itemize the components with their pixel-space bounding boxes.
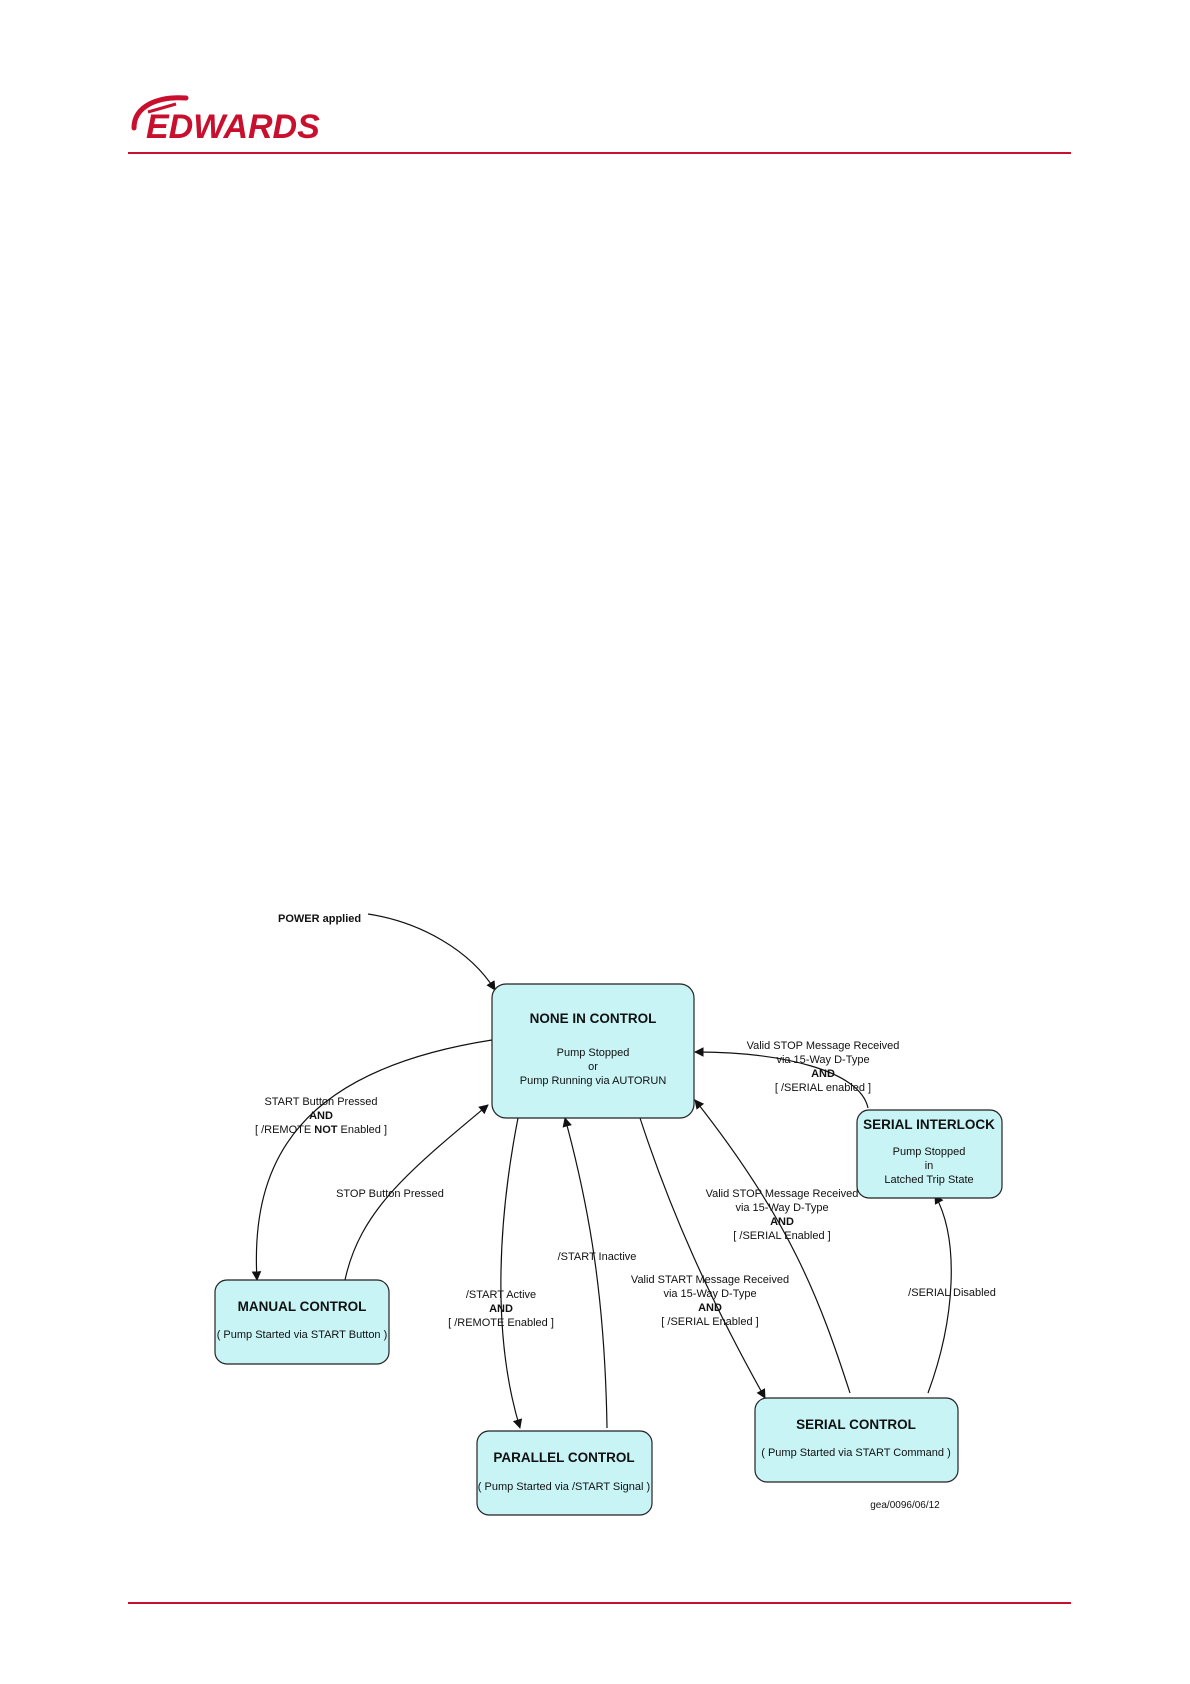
svg-text:SERIAL CONTROL: SERIAL CONTROL [796,1417,916,1432]
edge-stop-button [344,1104,489,1281]
label-valid-start: Valid START Message Received via 15-Way … [631,1274,789,1328]
svg-text:or: or [588,1061,598,1073]
svg-text:START Button Pressed: START Button Pressed [264,1096,377,1108]
header-rule [128,152,1071,154]
svg-text:Pump Stopped: Pump Stopped [893,1146,966,1158]
footer-rule [128,1602,1071,1604]
svg-text:PARALLEL CONTROL: PARALLEL CONTROL [493,1450,634,1465]
label-valid-stop-interlock: Valid STOP Message Received via 15-Way D… [747,1040,900,1094]
label-stop-button: STOP Button Pressed [336,1188,444,1200]
svg-text:AND: AND [489,1303,513,1315]
svg-text:[ /REMOTE Enabled ]: [ /REMOTE Enabled ] [448,1317,554,1329]
svg-text:[ /SERIAL Enabled ]: [ /SERIAL Enabled ] [661,1316,758,1328]
svg-text:MANUAL CONTROL: MANUAL CONTROL [238,1299,367,1314]
svg-text:/START Active: /START Active [466,1289,536,1301]
svg-text:Latched Trip State: Latched Trip State [884,1174,973,1186]
svg-text:Pump Running via AUTORUN: Pump Running via AUTORUN [520,1075,667,1087]
state-manual-control: MANUAL CONTROL ( Pump Started via START … [214,1279,390,1365]
state-none-in-control: NONE IN CONTROL Pump Stopped or Pump Run… [491,983,695,1119]
svg-text:via 15-Way D-Type: via 15-Way D-Type [735,1202,828,1214]
svg-text:AND: AND [770,1216,794,1228]
edge-valid-stop-serial [694,1099,851,1394]
figure-reference: gea/0096/06/12 [870,1500,940,1511]
label-start-inactive: /START Inactive [558,1251,637,1263]
svg-text:( Pump Started via START Comma: ( Pump Started via START Command ) [761,1447,951,1459]
svg-text:via 15-Way D-Type: via 15-Way D-Type [776,1054,869,1066]
label-serial-disabled: /SERIAL Disabled [908,1287,996,1299]
svg-text:AND: AND [309,1110,333,1122]
svg-text:Valid START Message Received: Valid START Message Received [631,1274,789,1286]
svg-text:EDWARDS: EDWARDS [146,108,320,146]
state-parallel-control: PARALLEL CONTROL ( Pump Started via /STA… [476,1430,653,1516]
svg-text:SERIAL INTERLOCK: SERIAL INTERLOCK [863,1117,995,1132]
edge-valid-start [639,1117,766,1399]
state-serial-interlock: SERIAL INTERLOCK Pump Stopped in Latched… [856,1109,1003,1199]
edge-start-active [500,1117,523,1429]
svg-text:in: in [925,1160,934,1172]
svg-text:AND: AND [811,1068,835,1080]
label-valid-stop-serial: Valid STOP Message Received via 15-Way D… [706,1188,859,1242]
edwards-logo: EDWARDS [131,95,320,146]
svg-text:[ /SERIAL Enabled ]: [ /SERIAL Enabled ] [733,1230,830,1242]
svg-text:( Pump Started via START Butto: ( Pump Started via START Button ) [217,1329,388,1341]
svg-text:Valid STOP Message Received: Valid STOP Message Received [747,1040,900,1052]
label-start-active: /START Active AND [ /REMOTE Enabled ] [448,1289,554,1329]
edge-power [367,913,496,991]
svg-text:Valid STOP Message Received: Valid STOP Message Received [706,1188,859,1200]
svg-text:Pump Stopped: Pump Stopped [557,1047,630,1059]
edge-start-inactive [562,1117,608,1429]
svg-text:via 15-Way D-Type: via 15-Way D-Type [663,1288,756,1300]
svg-text:NONE IN CONTROL: NONE IN CONTROL [530,1011,657,1026]
svg-text:[ /REMOTE NOT Enabled ]: [ /REMOTE NOT Enabled ] [255,1124,387,1136]
label-start-button: START Button Pressed AND [ /REMOTE NOT E… [255,1096,387,1136]
edge-start-button [251,1039,493,1281]
state-serial-control: SERIAL CONTROL ( Pump Started via START … [754,1397,959,1483]
svg-text:[ /SERIAL enabled ]: [ /SERIAL enabled ] [775,1082,871,1094]
svg-text:AND: AND [698,1302,722,1314]
edge-serial-disabled [927,1194,952,1394]
svg-text:( Pump Started via /START Sign: ( Pump Started via /START Signal ) [478,1481,650,1493]
label-power-applied: POWER applied [278,913,361,925]
edge-valid-stop-interlock [694,1047,869,1109]
